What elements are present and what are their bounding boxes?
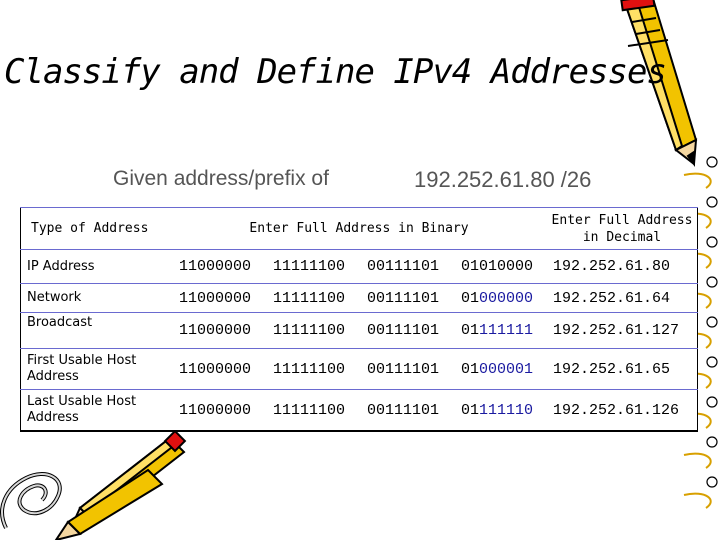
header-type: Type of Address (20, 207, 171, 250)
octet-4-host-bits: 111111 (478, 322, 533, 339)
octet-4-host-bits: 000001 (478, 360, 533, 378)
header-decimal-line1: Enter Full Address (551, 212, 693, 228)
row-label: Network (20, 283, 171, 313)
paperclip-icon (0, 472, 62, 529)
octet-4-network-bits: 01 (460, 322, 479, 339)
octet-3: 00111101 (358, 283, 453, 313)
table-row: Broadcast 11000000 11111100 00111101 011… (20, 312, 698, 349)
decimal-value: 192.252.61.64 (547, 283, 698, 313)
octet-2: 11111100 (264, 312, 359, 349)
header-binary: Enter Full Address in Binary (171, 207, 547, 250)
decimal-value: 192.252.61.126 (547, 389, 698, 432)
octet-3: 00111101 (358, 389, 453, 432)
row-label: First Usable Host Address (20, 348, 171, 390)
octet-4: 01010000 (452, 249, 547, 284)
decimal-value: 192.252.61.127 (547, 312, 698, 349)
row-label: Broadcast (20, 312, 171, 349)
octet-2: 11111100 (264, 348, 359, 390)
row-label: IP Address (20, 249, 171, 284)
octet-3: 00111101 (358, 312, 453, 349)
octet-4: 01111110 (452, 389, 547, 432)
header-decimal-line2: in Decimal (582, 229, 662, 245)
table-header-row: Type of Address Enter Full Address in Bi… (20, 207, 698, 250)
header-decimal: Enter Full Address in Decimal (547, 207, 698, 250)
table-row: IP Address 11000000 11111100 00111101 01… (20, 249, 698, 284)
octet-3: 00111101 (358, 249, 453, 284)
octet-1: 11000000 (171, 249, 265, 284)
page-title: Classify and Define IPv4 Addresses (4, 52, 667, 92)
octet-2: 11111100 (264, 283, 359, 313)
octet-2: 11111100 (264, 389, 359, 432)
pencils-icon (54, 430, 187, 540)
octet-4-host-bits: 111110 (478, 401, 533, 419)
octet-4: 01000001 (452, 348, 547, 390)
octet-3: 00111101 (358, 348, 453, 390)
octet-4-host-bits: 000000 (478, 289, 533, 307)
octet-2: 11111100 (264, 249, 359, 284)
octet-4: 01111111 (452, 312, 547, 349)
decimal-value: 192.252.61.80 (547, 249, 698, 284)
octet-1: 11000000 (171, 283, 265, 313)
octet-4: 01000000 (452, 283, 547, 313)
decimal-value: 192.252.61.65 (547, 348, 698, 390)
row-label: Last Usable Host Address (20, 389, 171, 432)
pencil-icon (620, 0, 698, 167)
octet-1: 11000000 (171, 348, 265, 390)
table-row: Last Usable Host Address 11000000 111111… (20, 389, 698, 432)
octet-4-network-bits: 01 (460, 289, 479, 307)
octet-4-network-bits: 01 (460, 360, 479, 378)
octet-1: 11000000 (171, 389, 265, 432)
address-table: Type of Address Enter Full Address in Bi… (20, 207, 698, 432)
octet-1: 11000000 (171, 312, 265, 349)
given-label: Given address/prefix of (113, 167, 329, 190)
octet-4-network-bits: 01010000 (460, 258, 533, 275)
given-value: 192.252.61.80 /26 (414, 167, 592, 192)
table-row: Network 11000000 11111100 00111101 01000… (20, 283, 698, 313)
table-row: First Usable Host Address 11000000 11111… (20, 348, 698, 390)
octet-4-network-bits: 01 (460, 401, 479, 419)
